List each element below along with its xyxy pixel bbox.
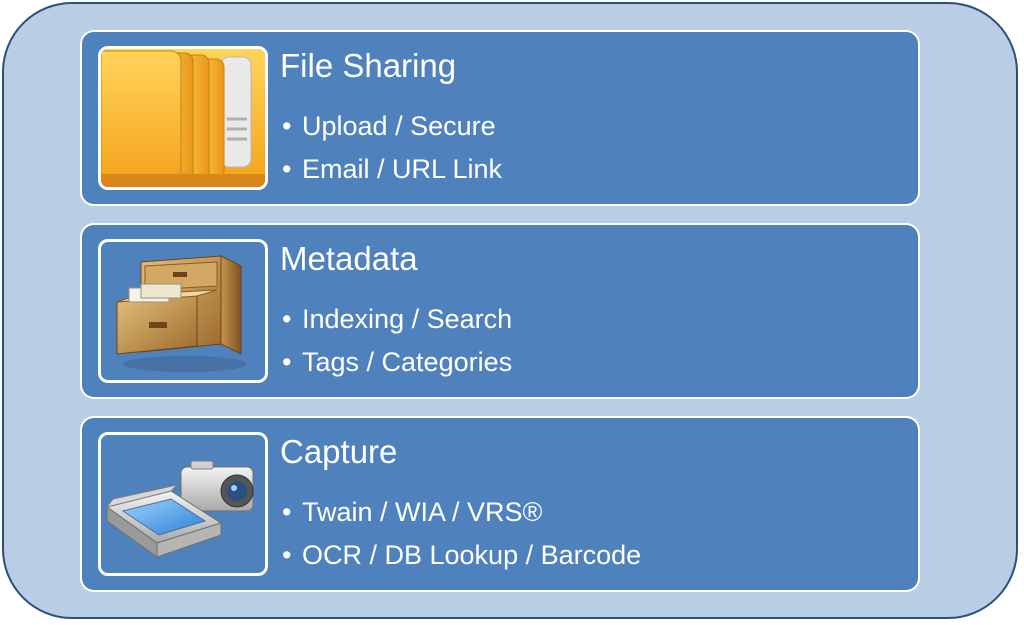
- bullet-text: Indexing / Search: [302, 304, 513, 334]
- bullet-item: • Indexing / Search: [282, 303, 512, 335]
- bullet-item: • Upload / Secure: [282, 110, 496, 142]
- section-capture: Capture • Twain / WIA / VRS® • OCR / DB Lo…: [80, 416, 920, 592]
- bullet-glyph: •: [282, 540, 292, 570]
- bullet-item: • OCR / DB Lookup / Barcode: [282, 539, 641, 571]
- bullet-item: • Tags / Categories: [282, 346, 512, 378]
- bullet-glyph: •: [282, 497, 292, 527]
- section-metadata: Metadata • Indexing / Search • Tags / Cate…: [80, 223, 920, 399]
- bullet-item: • Email / URL Link: [282, 153, 502, 185]
- section-title: Metadata: [280, 240, 418, 277]
- bullet-glyph: •: [282, 304, 292, 334]
- bullet-glyph: •: [282, 347, 292, 377]
- bullet-text: Twain / WIA / VRS®: [302, 497, 543, 527]
- filing-cabinet-icon: [116, 255, 247, 372]
- bullet-text: OCR / DB Lookup / Barcode: [302, 540, 642, 570]
- section-title: File Sharing: [280, 47, 457, 84]
- file-sharing-icon-frame: [98, 46, 268, 190]
- section-title: Capture: [280, 433, 398, 470]
- bullet-glyph: •: [282, 154, 292, 184]
- bullet-item: • Twain / WIA / VRS®: [282, 496, 542, 528]
- outer-container: File Sharing • Upload / Secure • Email / U…: [2, 2, 1018, 619]
- bullet-glyph: •: [282, 111, 292, 141]
- section-file-sharing: File Sharing • Upload / Secure • Email / U…: [80, 30, 920, 206]
- scanner-camera-icon: [105, 460, 254, 558]
- folders-icon: [101, 49, 265, 187]
- metadata-icon-frame: [98, 239, 268, 383]
- capture-icon-frame: [98, 432, 268, 576]
- bullet-text: Upload / Secure: [302, 111, 496, 141]
- bullet-text: Email / URL Link: [302, 154, 503, 184]
- bullet-text: Tags / Categories: [302, 347, 513, 377]
